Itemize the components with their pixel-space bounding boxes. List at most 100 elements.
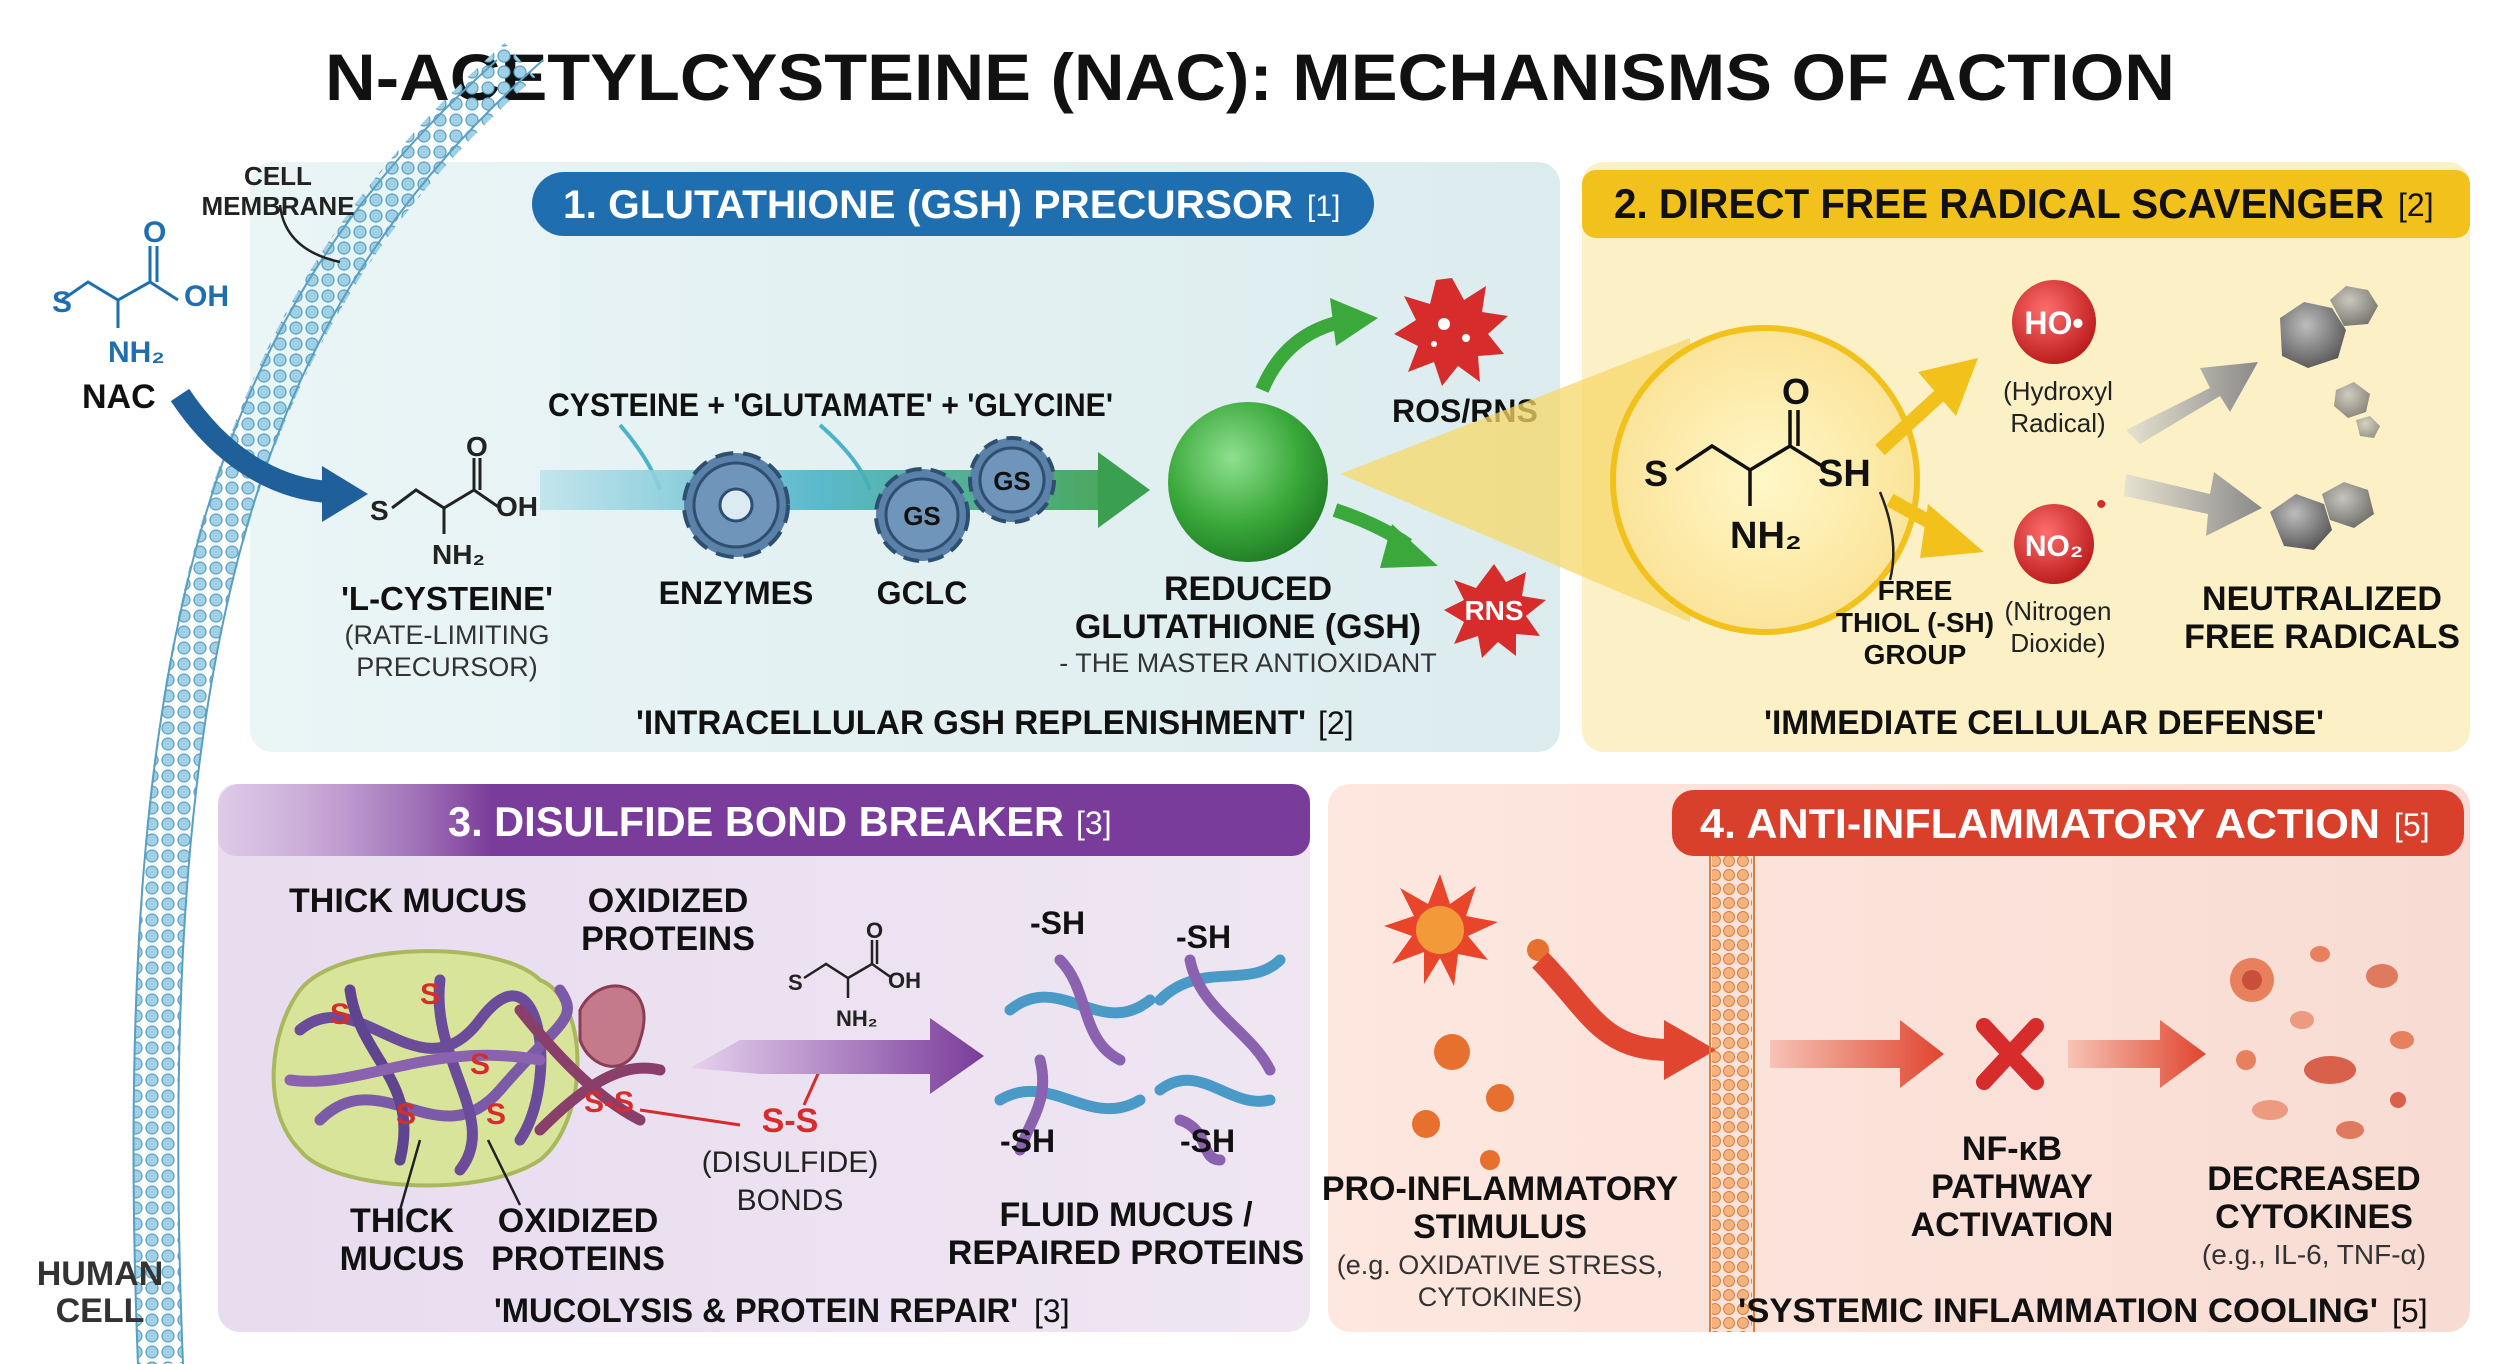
nac-entry-arrowhead	[322, 466, 368, 522]
svg-text:S: S	[330, 998, 350, 1031]
nac-s-atom: S	[52, 286, 72, 319]
nfkb-label-2: PATHWAY	[1931, 1168, 2093, 1206]
thiol-nh2-group: NH₂	[1730, 515, 1802, 557]
nitrogen-dioxide-label-1: (Nitrogen	[2005, 596, 2112, 626]
panel-2-header: 2. DIRECT FREE RADICAL SCAVENGER	[1614, 180, 2384, 227]
stimulus-arrow	[1532, 952, 1671, 1061]
rns-label: RNS	[1464, 595, 1523, 626]
panel-1-background	[250, 162, 1560, 752]
ho-neutralize-arrow	[2126, 362, 2258, 444]
panel-1-header: 1. GLUTATHIONE (GSH) PRECURSOR	[563, 183, 1293, 227]
scavenging-light-beam	[1340, 338, 1690, 622]
hydroxyl-label-2: Radical)	[2010, 408, 2105, 438]
membrane-label-line-1: CELL	[244, 161, 312, 191]
l-cysteine-sub-2: PRECURSOR)	[356, 652, 538, 682]
l-cysteine-nh2-group: NH₂	[432, 539, 485, 570]
oxidized-protein-blob	[578, 984, 646, 1068]
oxidized-proteins-bottom-2: PROTEINS	[491, 1240, 665, 1278]
hydroxyl-radical-icon	[2012, 280, 2096, 364]
panel-1-footer: 'INTRACELLULAR GSH REPLENISHMENT'	[636, 704, 1306, 742]
gsh-to-ros-arrow	[1255, 315, 1342, 393]
thiol-label-1: FREE	[1878, 575, 1953, 606]
thiol-pointer-line	[1878, 491, 1895, 581]
panel-4-footer: 'SYSTEMIC INFLAMMATION COOLING'	[1738, 1292, 2378, 1330]
sh-group-1: -SH	[1030, 905, 1085, 941]
nac-molecule	[61, 246, 179, 328]
thiol-sh-group: SH	[1818, 453, 1871, 495]
gclc-label: GCLC	[877, 575, 968, 611]
nitrogen-dioxide-label-2: Dioxide)	[2010, 628, 2105, 658]
gsh-label-2: GLUTATHIONE (GSH)	[1075, 608, 1421, 646]
nac-entry-arrow	[170, 388, 331, 503]
decreased-cytokines-3: (e.g., IL-6, TNF-α)	[2202, 1239, 2426, 1270]
panel-2-header-pill	[1582, 170, 2470, 238]
gs-gear-icon	[968, 436, 1056, 524]
sh-to-ho-arrowhead	[1918, 358, 1978, 416]
l-cysteine-oh-group: OH	[496, 491, 538, 522]
stimulus-label-2: STIMULUS	[1413, 1208, 1587, 1246]
hydroxyl-radical-symbol: HO•	[2024, 305, 2083, 341]
disulfide-ss-label: S-S	[762, 1102, 819, 1140]
panel-1-footer-ref: [2]	[1318, 705, 1354, 741]
neutralized-label-1: NEUTRALIZED	[2202, 580, 2442, 618]
nitrogen-dioxide-symbol: NO₂	[2025, 530, 2083, 563]
nac-oh-group: OH	[184, 280, 229, 313]
nitrogen-dioxide-dot: •	[2096, 488, 2107, 521]
svg-text:S: S	[486, 1098, 506, 1131]
l-cysteine-label: 'L-CYSTEINE'	[341, 580, 553, 617]
thiol-label-2: THIOL (-SH)	[1836, 607, 1994, 638]
panel-3-footer: 'MUCOLYSIS & PROTEIN REPAIR'	[494, 1292, 1018, 1330]
gsh-label-3: - THE MASTER ANTIOXIDANT	[1059, 648, 1437, 678]
panel-3-header-ref: [3]	[1076, 805, 1112, 841]
nfkb-block-x-icon	[1976, 1018, 2044, 1090]
membrane-label-line-2: MEMBRANE	[201, 191, 354, 221]
panel-3-header-bar	[218, 784, 1310, 856]
nfkb-to-cytokines-arrow	[2068, 1020, 2206, 1088]
enzymes-gear-icon	[682, 451, 790, 559]
disulfide-pointer-line	[639, 1108, 741, 1127]
panel-4-header: 4. ANTI-INFLAMMATORY ACTION	[1700, 800, 2380, 847]
enzymes-label: ENZYMES	[659, 575, 814, 611]
cytokine-cells	[2230, 946, 2414, 1139]
cell-membrane	[132, 42, 544, 1364]
svg-text:S: S	[396, 1098, 416, 1131]
gclc-gear-label: GS	[903, 501, 941, 531]
fluid-mucus-label-1: FLUID MUCUS /	[999, 1196, 1253, 1234]
stimulus-label-3: (e.g. OXIDATIVE STRESS,	[1337, 1250, 1664, 1280]
nac-label: NAC	[82, 378, 156, 416]
mucolysis-arrow	[690, 1018, 984, 1094]
svg-text:S: S	[420, 978, 440, 1011]
stimulus-arrowhead	[1664, 1020, 1716, 1080]
tangled-protein-strands	[284, 974, 666, 1176]
fluid-mucus-label-2: REPAIRED PROTEINS	[948, 1234, 1304, 1272]
gsh-sphere	[1168, 402, 1328, 562]
panel-3-nac-oh: OH	[888, 968, 921, 993]
panel-2-header-ref: [2]	[2398, 187, 2434, 223]
thiol-label-3: GROUP	[1864, 639, 1967, 670]
nac-o-atom: O	[143, 216, 166, 249]
panel-3-nac-nh2: NH₂	[836, 1006, 878, 1031]
thiol-o-atom: O	[1782, 371, 1810, 412]
decreased-cytokines-1: DECREASED	[2207, 1160, 2420, 1198]
fluid-mucus-strands	[994, 954, 1286, 1166]
stimulus-label-4: CYTOKINES)	[1418, 1282, 1583, 1312]
stimulus-particles	[1412, 939, 1549, 1170]
panel-3-nac-molecule	[803, 940, 893, 998]
l-cysteine-o-atom: O	[466, 431, 488, 462]
synthesis-pipeline-arrowhead	[1098, 452, 1150, 528]
sh-to-ho-arrow	[1875, 389, 1945, 456]
svg-text:S: S	[470, 1048, 490, 1081]
decreased-cytokines-2: CYTOKINES	[2215, 1198, 2413, 1236]
oxidized-proteins-top-2: PROTEINS	[581, 920, 755, 958]
sh-to-no2-arrowhead	[1920, 504, 1984, 558]
ingredients-label: CYSTEINE + 'GLUTAMATE' + 'GLYCINE'	[548, 387, 1113, 423]
gclc-gear-icon	[874, 467, 970, 563]
nfkb-label-3: ACTIVATION	[1911, 1206, 2114, 1244]
no2-neutralize-arrow	[2124, 472, 2262, 536]
disulfide-label-1: (DISULFIDE)	[702, 1146, 879, 1179]
stimulus-burst-icon	[1384, 874, 1498, 986]
nitrogen-dioxide-icon	[2014, 504, 2094, 584]
gsh-to-ros-arrowhead	[1330, 298, 1378, 346]
